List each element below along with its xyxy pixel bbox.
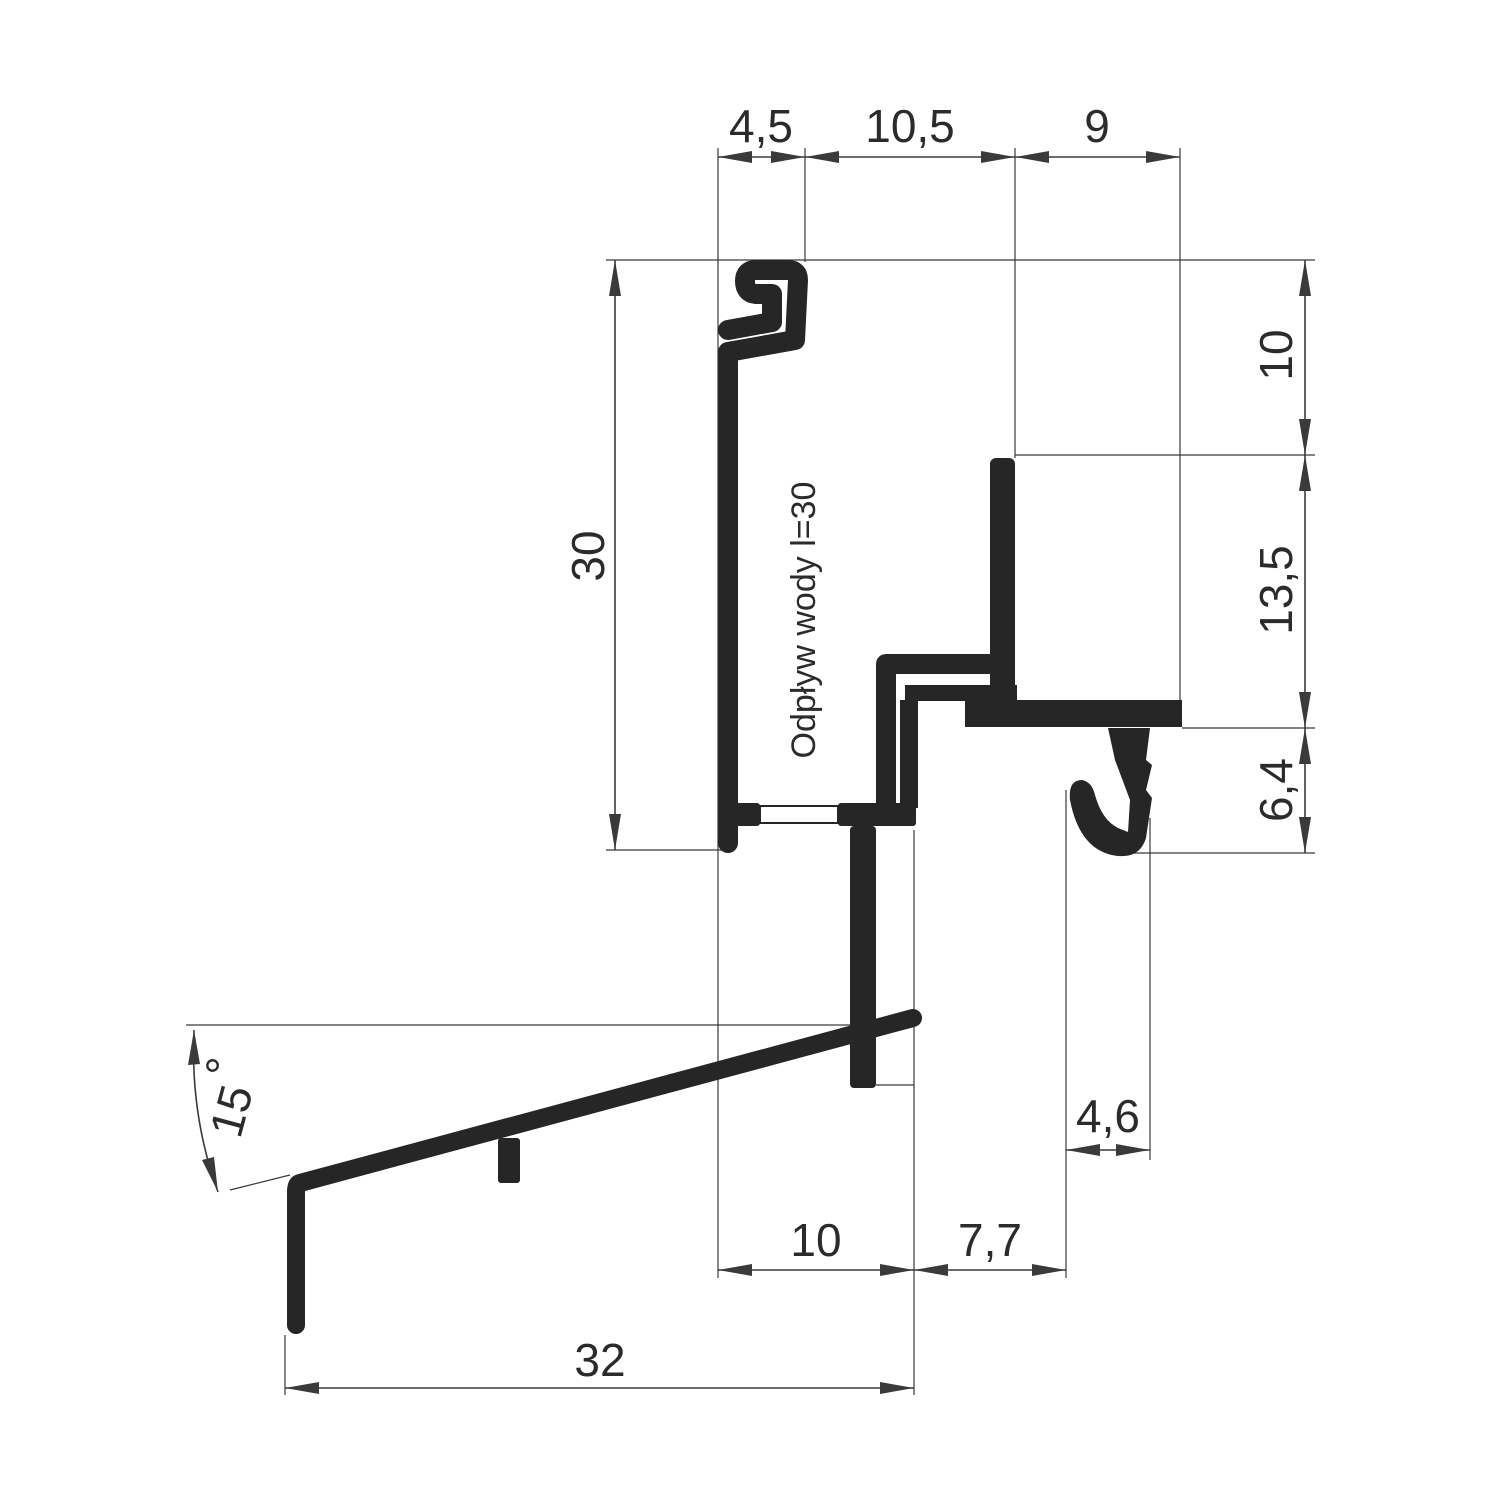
dim-left-height: 30 bbox=[562, 530, 614, 581]
dim-right-2: 13,5 bbox=[1250, 545, 1302, 635]
inner-chamber bbox=[876, 654, 1010, 813]
dimension-labels: 4,5 10,5 9 10 13,5 6,4 30 Odpływ wody l=… bbox=[194, 100, 1302, 1386]
aluminium-profile bbox=[287, 260, 1182, 1334]
extension-lines bbox=[186, 148, 1315, 1395]
dim-top-1: 4,5 bbox=[729, 100, 793, 152]
dim-right-1: 10 bbox=[1250, 329, 1302, 380]
dim-bottom-total: 32 bbox=[574, 1334, 625, 1386]
angle-label: 15 bbox=[199, 1080, 262, 1143]
angle-unit: ° bbox=[194, 1052, 249, 1083]
dim-lower-small: 4,6 bbox=[1076, 1090, 1140, 1142]
dimension-lines bbox=[188, 151, 1311, 1394]
sloped-sill bbox=[287, 1009, 922, 1334]
dim-top-3: 9 bbox=[1084, 100, 1110, 152]
drainage-note: Odpływ wody l=30 bbox=[785, 482, 823, 759]
dim-right-3: 6,4 bbox=[1250, 758, 1302, 822]
dim-bottom-2: 7,7 bbox=[958, 1214, 1022, 1266]
seal-fin bbox=[1069, 728, 1152, 857]
dim-top-2: 10,5 bbox=[865, 100, 955, 152]
dim-bottom-1: 10 bbox=[790, 1214, 841, 1266]
left-wall-with-hook bbox=[718, 260, 808, 853]
